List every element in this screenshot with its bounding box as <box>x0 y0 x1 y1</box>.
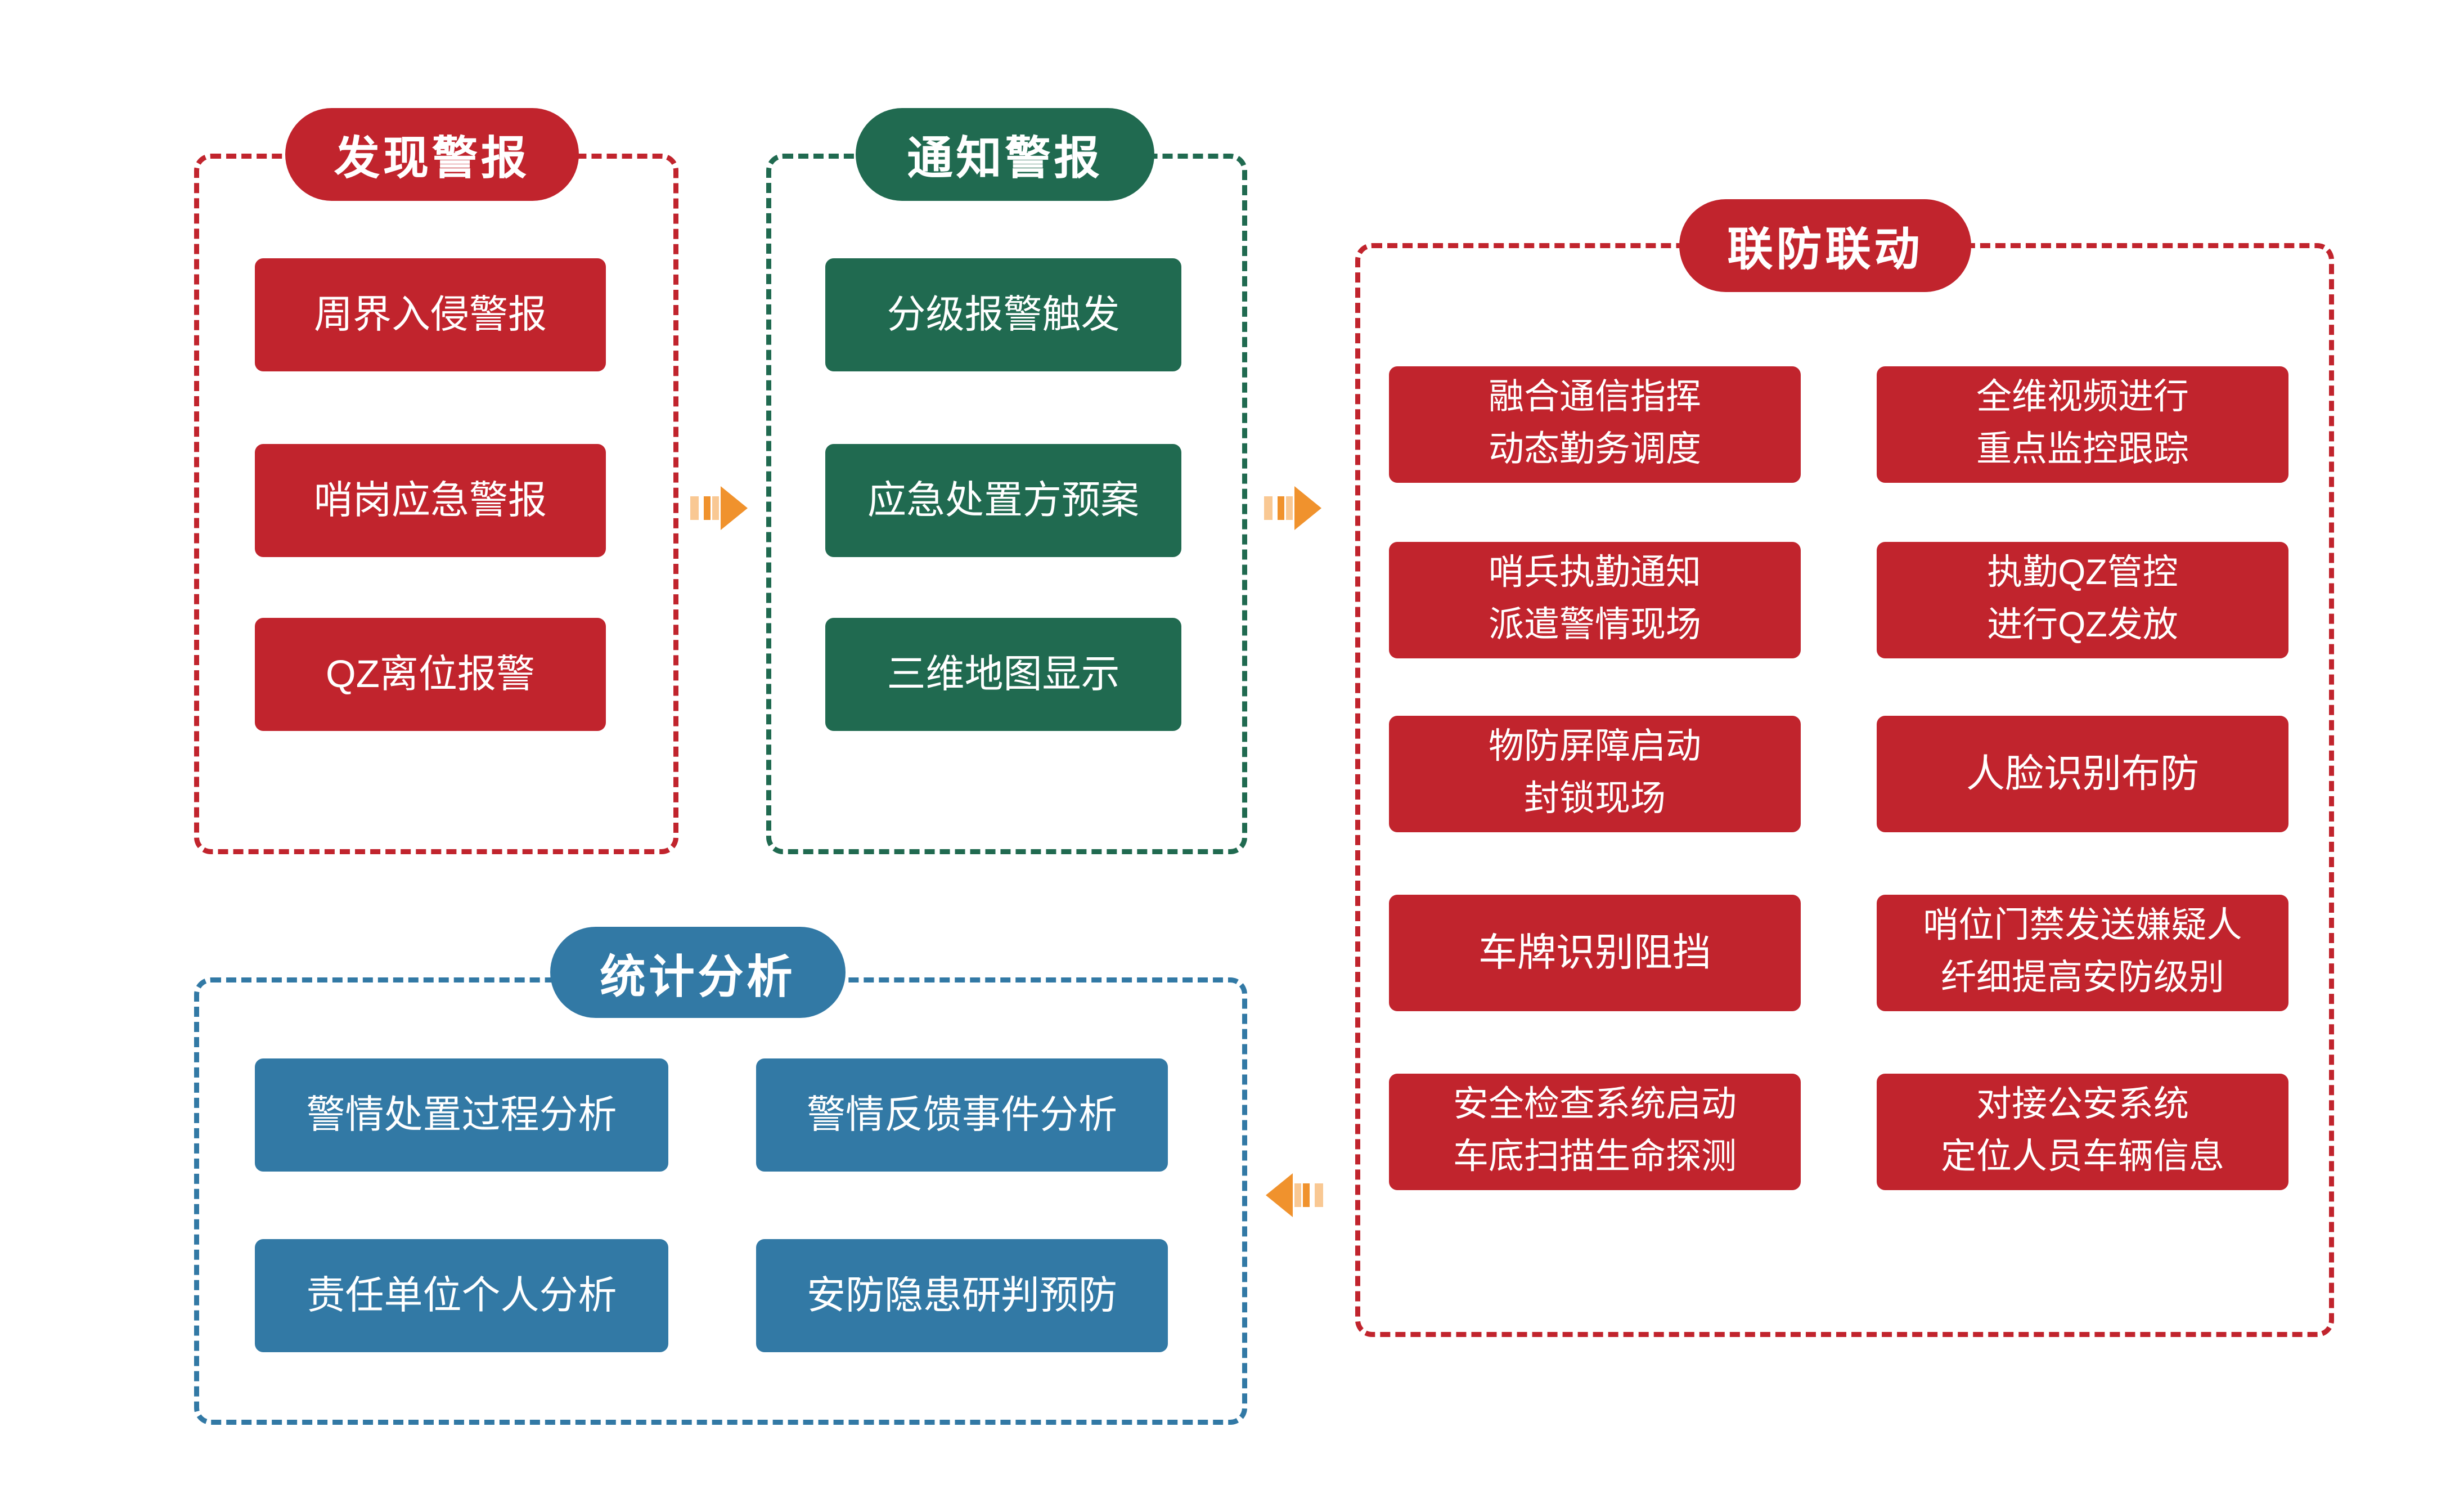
group-statistical-analysis-title: 统计分析 <box>550 927 846 1018</box>
arrow-left-icon <box>1266 1173 1323 1217</box>
node-qz-offpost-alarm: QZ离位报警 <box>255 618 606 731</box>
node-face-recognition-deploy: 人脸识别布防 <box>1877 716 2288 832</box>
node-hidden-danger-prediction: 安防隐患研判预防 <box>756 1239 1168 1352</box>
group-notify-alarm-title: 通知警报 <box>856 108 1154 201</box>
node-3d-map-display: 三维地图显示 <box>825 618 1181 731</box>
node-responsible-unit-person-analysis: 责任单位个人分析 <box>255 1239 668 1352</box>
node-sentry-duty-notify: 哨兵执勤通知 派遣警情现场 <box>1389 542 1801 658</box>
group-joint-defense-title: 联防联动 <box>1679 199 1971 292</box>
node-emergency-response-plan: 应急处置方预案 <box>825 444 1181 557</box>
node-qz-control-issue: 执勤QZ管控 进行QZ发放 <box>1877 542 2288 658</box>
arrow-right-icon <box>690 486 748 530</box>
node-graded-alarm-trigger: 分级报警触发 <box>825 258 1181 371</box>
node-fusion-comm-dispatch: 融合通信指挥 动态勤务调度 <box>1389 366 1801 483</box>
arrow-right-icon <box>1264 486 1321 530</box>
node-plate-recognition-block: 车牌识别阻挡 <box>1389 895 1801 1011</box>
node-access-suspect-alert: 哨位门禁发送嫌疑人 纤细提高安防级别 <box>1877 895 2288 1011</box>
node-physical-barrier-lockdown: 物防屏障启动 封锁现场 <box>1389 716 1801 832</box>
node-alarm-feedback-event-analysis: 警情反馈事件分析 <box>756 1058 1168 1172</box>
group-statistical-analysis <box>194 977 1247 1425</box>
group-discover-alarm-title: 发现警报 <box>285 108 579 201</box>
node-panoramic-video-tracking: 全维视频进行 重点监控跟踪 <box>1877 366 2288 483</box>
node-police-system-link: 对接公安系统 定位人员车辆信息 <box>1877 1074 2288 1190</box>
node-perimeter-intrusion-alarm: 周界入侵警报 <box>255 258 606 371</box>
node-security-check-scan: 安全检查系统启动 车底扫描生命探测 <box>1389 1074 1801 1190</box>
node-sentry-emergency-alarm: 哨岗应急警报 <box>255 444 606 557</box>
node-alarm-handling-process-analysis: 警情处置过程分析 <box>255 1058 668 1172</box>
